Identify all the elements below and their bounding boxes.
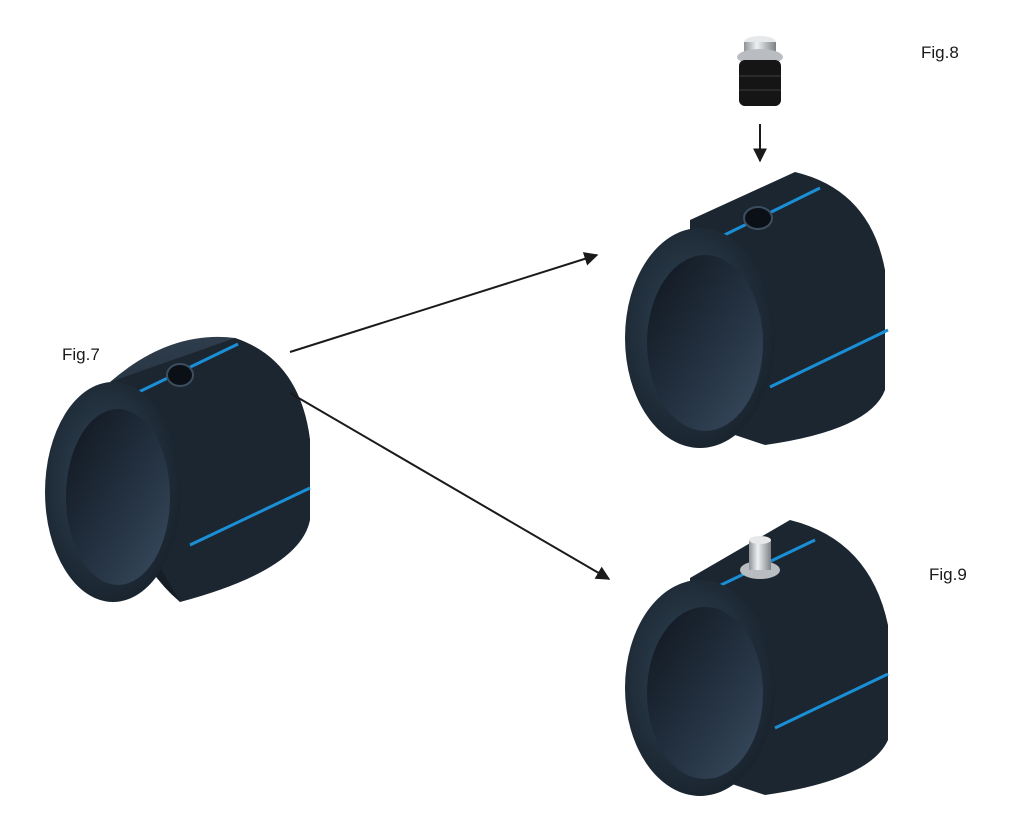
insert-fitting-fig8 [737, 36, 783, 106]
pipe-inner-bore [66, 409, 170, 585]
fig7-label: Fig.7 [62, 345, 100, 364]
arrow-to-fig9 [289, 392, 611, 580]
pipe-section-fig9 [625, 520, 889, 796]
fitting-sleeve [739, 60, 781, 106]
installed-fitting [740, 536, 780, 579]
fitting-cap-top [749, 536, 771, 544]
pipe-section-fig7 [45, 336, 311, 602]
fig9-label: Fig.9 [929, 565, 967, 584]
stripe-bottom [189, 486, 311, 547]
pipe-hole [743, 206, 773, 230]
fitting-thread [749, 540, 771, 570]
fig8-label: Fig.8 [921, 43, 959, 62]
stripe-bottom [774, 672, 889, 730]
stripe-bottom [769, 328, 889, 389]
pipe-section-fig8 [625, 172, 889, 448]
pipe-inner-bore [647, 607, 763, 779]
arrow-to-fig8 [289, 252, 599, 353]
pipe-hole [166, 363, 194, 387]
pipe-inner-bore [647, 255, 763, 431]
fitting-sleeve-ridge [739, 75, 781, 91]
